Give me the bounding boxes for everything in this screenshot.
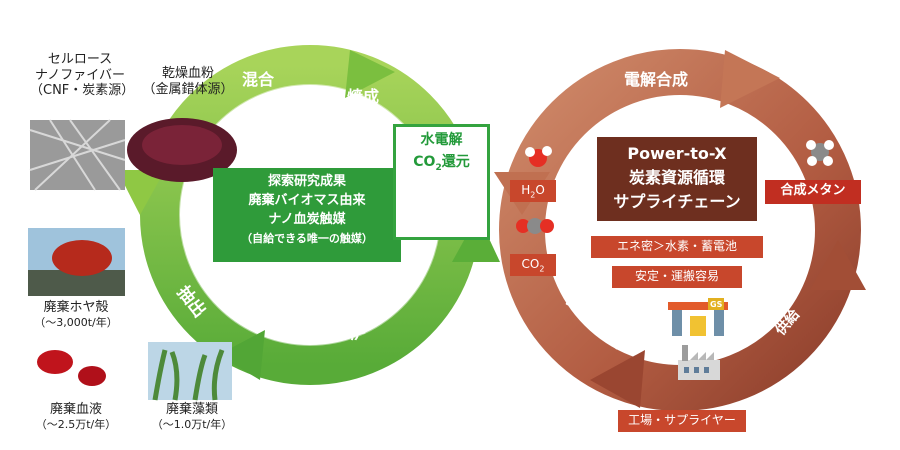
co2-molecule-icon [516, 218, 554, 234]
h2o-molecule-icon [525, 146, 552, 167]
green-arrowhead-top [345, 50, 395, 98]
label-electrosynthesis: 電解合成 [624, 70, 689, 89]
brown-arrowhead-bottom [590, 350, 645, 408]
electrolysis-box: 水電解 CO2還元 [393, 124, 490, 240]
brown-cycle-ring [499, 49, 861, 411]
factory-supplier-tag: 工場・サプライヤー [618, 410, 746, 432]
green-arrowhead-left [117, 170, 165, 215]
bullet-stable-transport: 安定・運搬容易 [612, 266, 742, 288]
sea-squirt-caption: 廃棄ホヤ殻 （～3,000t/年） [34, 300, 118, 329]
cellulose-caption: セルロース ナノファイバー （CNF・炭素源） [30, 52, 135, 99]
brown-arrowhead-top [720, 50, 780, 108]
power-to-x-title: Power-to-X 炭素資源循環 サプライチェーン [597, 137, 757, 221]
co2-tag: CO2 [510, 254, 556, 276]
brown-arrowhead-right [810, 240, 866, 290]
blood-caption: 廃棄血液 （～2.5万t/年） [35, 402, 117, 431]
label-bake: 焼成 [347, 87, 380, 106]
methane-molecule-icon [806, 140, 834, 166]
bullet-energy-density: エネ密＞水素・蓄電池 [591, 236, 763, 258]
h2o-tag: H2O [510, 180, 556, 202]
blood-powder-caption: 乾燥血粉 （金属錯体源） [142, 66, 234, 97]
factory-icon [678, 345, 720, 380]
algae-caption: 廃棄藻類 （～1.0万t/年） [151, 402, 233, 431]
gs-label: GS [710, 300, 723, 309]
blood-drop-icon-2 [78, 366, 106, 386]
catalyst-summary-box: 探索研究成果 廃棄バイオマス由来 ナノ血炭触媒 （自給できる唯一の触媒） [213, 168, 401, 262]
methane-tag: 合成メタン [765, 180, 861, 204]
blood-drop-icon [37, 350, 73, 374]
green-arrowhead-bottom [218, 330, 265, 380]
label-mix: 混合 [242, 70, 275, 89]
gas-station-icon [668, 298, 728, 336]
